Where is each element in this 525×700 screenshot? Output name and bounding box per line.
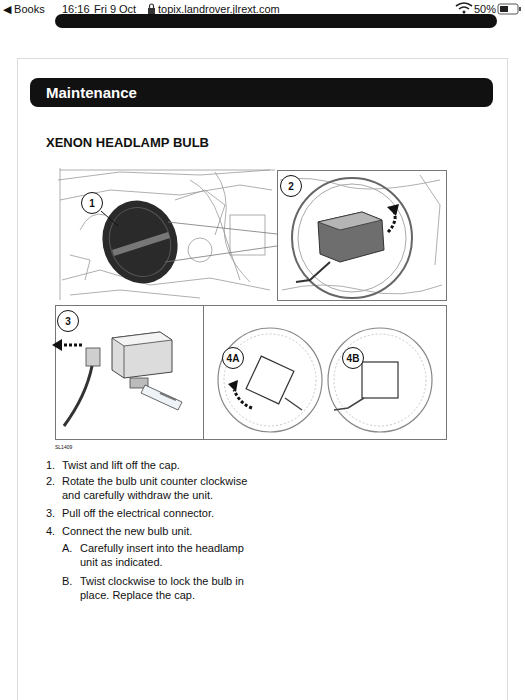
step-text: Rotate the bulb unit counter clockwise a… <box>62 475 257 502</box>
section-band: Maintenance <box>30 78 493 107</box>
step-number: 1. <box>46 459 55 473</box>
status-url: topix.landrover.jlrext.com <box>158 3 280 17</box>
status-time: 16:16 <box>62 3 90 17</box>
callout-number: 4A <box>222 347 244 369</box>
callout-text: 1 <box>89 198 95 209</box>
figure-code: SL1409 <box>55 444 72 450</box>
substep-text: Carefully insert into the headlamp unit … <box>80 542 260 569</box>
section-title: XENON HEADLAMP BULB <box>46 135 209 150</box>
step-text: Connect the new bulb unit. <box>62 525 257 539</box>
step-number: 4. <box>46 525 55 539</box>
callout-number: 2 <box>280 175 302 197</box>
callout-text: 4A <box>227 353 240 364</box>
callout-text: 3 <box>65 316 71 327</box>
substep-text: Twist clockwise to lock the bulb in plac… <box>80 575 260 602</box>
callout-text: 4B <box>347 353 360 364</box>
substep-letter: A. <box>62 542 72 556</box>
step-number: 2. <box>46 475 55 489</box>
substep-letter: B. <box>62 575 72 589</box>
callout-number: 4B <box>342 347 364 369</box>
status-battery: 50% <box>474 3 496 17</box>
section-heading: Maintenance <box>46 84 137 101</box>
step-text: Pull off the electrical connector. <box>62 507 257 521</box>
step-number: 3. <box>46 507 55 521</box>
callout-number: 1 <box>81 192 103 214</box>
status-date: Fri 9 Oct <box>94 3 136 17</box>
step-text: Twist and lift off the cap. <box>62 459 257 473</box>
callout-number: 3 <box>57 310 79 332</box>
callout-text: 2 <box>288 181 294 192</box>
status-back: ◀ Books <box>3 3 45 17</box>
